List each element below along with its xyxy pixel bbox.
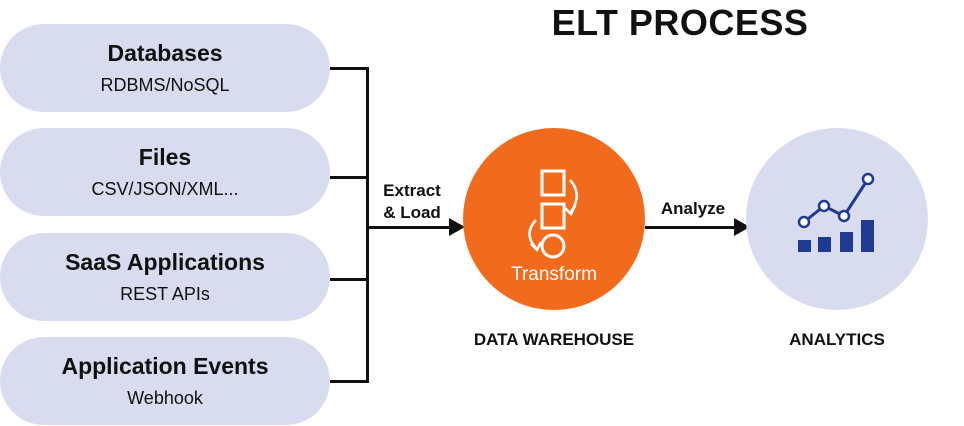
source-saas: SaaS Applications REST APIs [0,233,330,321]
data-warehouse-caption: DATA WAREHOUSE [473,330,635,349]
source-sub: RDBMS/NoSQL [100,75,230,95]
source-databases: Databases RDBMS/NoSQL [0,24,330,112]
extract-label-line1: Extract [383,181,441,200]
source-name: Files [138,144,192,170]
page-title: ELT PROCESS [551,2,809,43]
connector-saas [330,278,368,281]
source-name: SaaS Applications [65,249,265,275]
connector-databases [330,67,368,70]
analytics-node [746,128,928,310]
source-sub: Webhook [127,388,203,408]
analytics-caption: ANALYTICS [789,330,885,349]
bar-line-chart-icon [797,172,875,252]
extract-label-line2: & Load [383,203,441,222]
extract-arrow-line [366,226,450,229]
extract-load-label: Extract & Load [372,180,452,224]
source-sub: CSV/JSON/XML... [91,179,239,199]
connector-files [330,176,368,179]
source-sub: REST APIs [120,284,210,304]
connector-bracket [366,67,369,383]
transform-label: Transform [511,264,597,285]
source-events: Application Events Webhook [0,337,330,425]
source-name: Databases [107,40,223,66]
source-name: Application Events [61,353,269,379]
analyze-arrow-line [645,226,735,229]
transform-shapes-icon [528,169,578,259]
source-files: Files CSV/JSON/XML... [0,128,330,216]
extract-arrowhead [449,218,465,236]
connector-events [330,380,368,383]
data-warehouse-node: Transform [463,128,645,310]
analyze-label: Analyze [660,199,726,218]
